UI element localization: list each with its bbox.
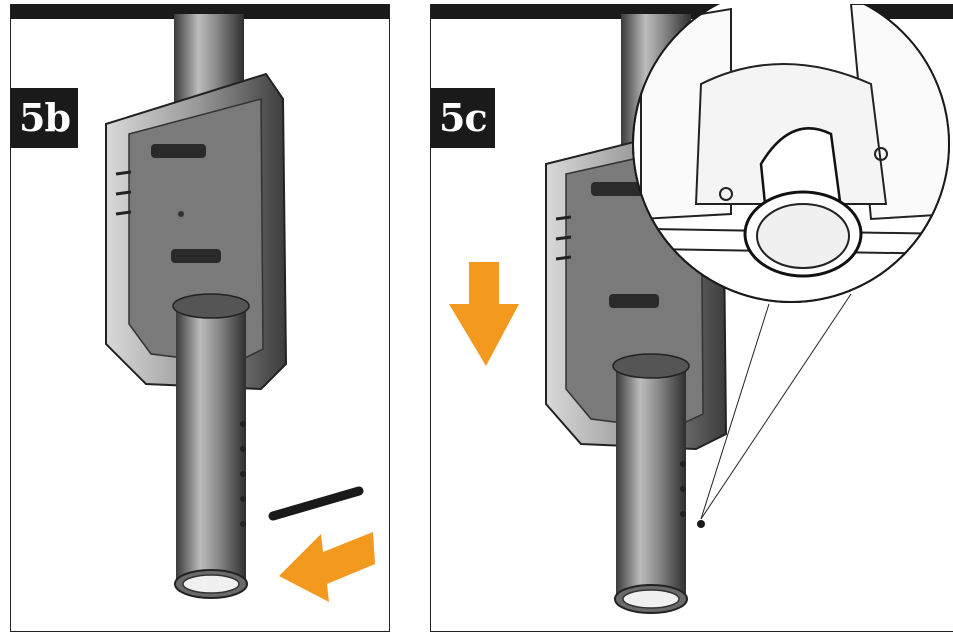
step-label-5c: 5c [431,88,495,148]
insert-arrow [279,532,375,602]
retaining-pin [268,486,364,521]
slot-top [151,144,206,158]
panel-5b: 5b [10,4,390,632]
tube-collar [172,293,250,319]
slot-bottom [171,249,221,263]
screw-hole [178,211,184,217]
panel-5c: 5c [430,4,953,632]
lower-tube [616,364,686,599]
illustration-5c [449,4,950,614]
step-label-5b: 5b [11,88,79,148]
lower-tube [176,304,246,584]
pin-head [697,520,705,528]
callout-line [700,303,770,520]
illustration-5b [105,14,375,602]
slide-down-arrow [449,262,519,366]
panel-top-bar [11,4,389,19]
